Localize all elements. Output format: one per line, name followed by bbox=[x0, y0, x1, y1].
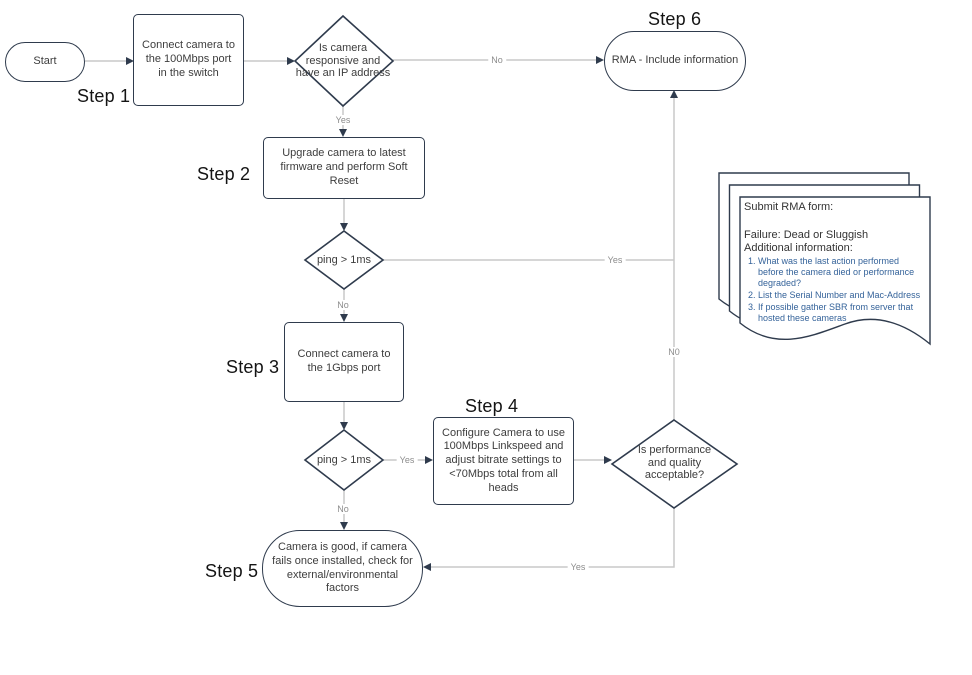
step5-label: Step 5 bbox=[205, 561, 259, 581]
ping1-diamond bbox=[303, 230, 385, 290]
step2-node: Upgrade camera to latest firmware and pe… bbox=[263, 137, 425, 199]
arrow-into-step5-top bbox=[340, 522, 348, 530]
step4-text: Configure Camera to use 100Mbps Linkspee… bbox=[442, 426, 565, 494]
step2-label: Step 2 bbox=[197, 164, 251, 184]
step5-node: Camera is good, if camera fails once ins… bbox=[262, 530, 423, 607]
edge-decision2-step5 bbox=[430, 508, 675, 568]
arrow-into-step3 bbox=[340, 314, 348, 322]
rma-note-item: What was the last action performed befor… bbox=[758, 256, 926, 289]
step2-text: Upgrade camera to latest firmware and pe… bbox=[280, 147, 408, 187]
arrow-into-decision2 bbox=[604, 456, 612, 464]
start-label: Start bbox=[33, 55, 57, 68]
ping2-diamond bbox=[303, 428, 385, 492]
step1-label: Step 1 bbox=[77, 86, 131, 106]
step3-label: Step 3 bbox=[226, 357, 280, 377]
rma-note-list: What was the last action performed befor… bbox=[744, 256, 926, 324]
rma-note-title: Submit RMA form: bbox=[744, 201, 834, 213]
start-node: Start bbox=[5, 42, 85, 82]
decision2-diamond bbox=[610, 419, 739, 509]
edge-label-decision1-yes: Yes bbox=[332, 115, 354, 125]
step1-node: Connect camera to the 100Mbps port in th… bbox=[133, 14, 244, 106]
step1-text: Connect camera to the 100Mbps port in th… bbox=[142, 39, 235, 79]
decision2-text: Is performance and quality acceptable? bbox=[637, 443, 712, 482]
arrow-into-ping2 bbox=[340, 422, 348, 430]
edge-label-ping1-no: No bbox=[334, 300, 352, 310]
step3-text: Connect camera to the 1Gbps port bbox=[297, 348, 391, 374]
step3-node: Connect camera to the 1Gbps port bbox=[284, 322, 404, 402]
ping2-text: ping > 1ms bbox=[316, 453, 372, 466]
document-sheet-front bbox=[739, 196, 931, 346]
step4-label: Step 4 bbox=[465, 396, 519, 416]
rma-node: RMA - Include information bbox=[604, 31, 746, 91]
arrow-into-ping1 bbox=[340, 223, 348, 231]
rma-note-item: If possible gather SBR from server that … bbox=[758, 302, 926, 324]
arrow-into-decision1 bbox=[287, 57, 295, 65]
decision1-text: Is camera responsive and have an IP addr… bbox=[295, 41, 391, 80]
arrow-into-rma-left bbox=[596, 56, 604, 64]
arrow-into-step4 bbox=[425, 456, 433, 464]
rma-text: RMA - Include information bbox=[611, 54, 739, 67]
edge-label-decision1-no: No bbox=[488, 55, 506, 65]
edge-label-decision2-yes: Yes bbox=[567, 562, 589, 572]
edge-label-ping2-no: No bbox=[334, 504, 352, 514]
ping1-text: ping > 1ms bbox=[316, 253, 372, 266]
arrow-into-rma-bottom bbox=[670, 90, 678, 98]
document-stack bbox=[718, 172, 931, 346]
step4-node: Configure Camera to use 100Mbps Linkspee… bbox=[433, 417, 574, 505]
rma-note-failure: Failure: Dead or Sluggish bbox=[744, 229, 869, 241]
arrow-into-step1 bbox=[126, 57, 134, 65]
arrowheads bbox=[126, 56, 678, 571]
decision1-diamond bbox=[293, 14, 395, 108]
arrow-into-step2 bbox=[339, 129, 347, 137]
rma-document-note: Submit RMA form: Failure: Dead or Sluggi… bbox=[744, 201, 926, 325]
edge-label-ping1-yes: Yes bbox=[604, 255, 626, 265]
arrow-into-step5-right bbox=[423, 563, 431, 571]
decision-shapes bbox=[293, 14, 739, 509]
rma-note-additional: Additional information: bbox=[744, 242, 853, 254]
step6-label: Step 6 bbox=[648, 9, 702, 29]
edge-label-decision2-no: N0 bbox=[665, 347, 683, 357]
rma-note-item: List the Serial Number and Mac-Address bbox=[758, 290, 926, 301]
step5-text: Camera is good, if camera fails once ins… bbox=[272, 541, 413, 595]
edge-label-ping2-yes: Yes bbox=[396, 455, 418, 465]
